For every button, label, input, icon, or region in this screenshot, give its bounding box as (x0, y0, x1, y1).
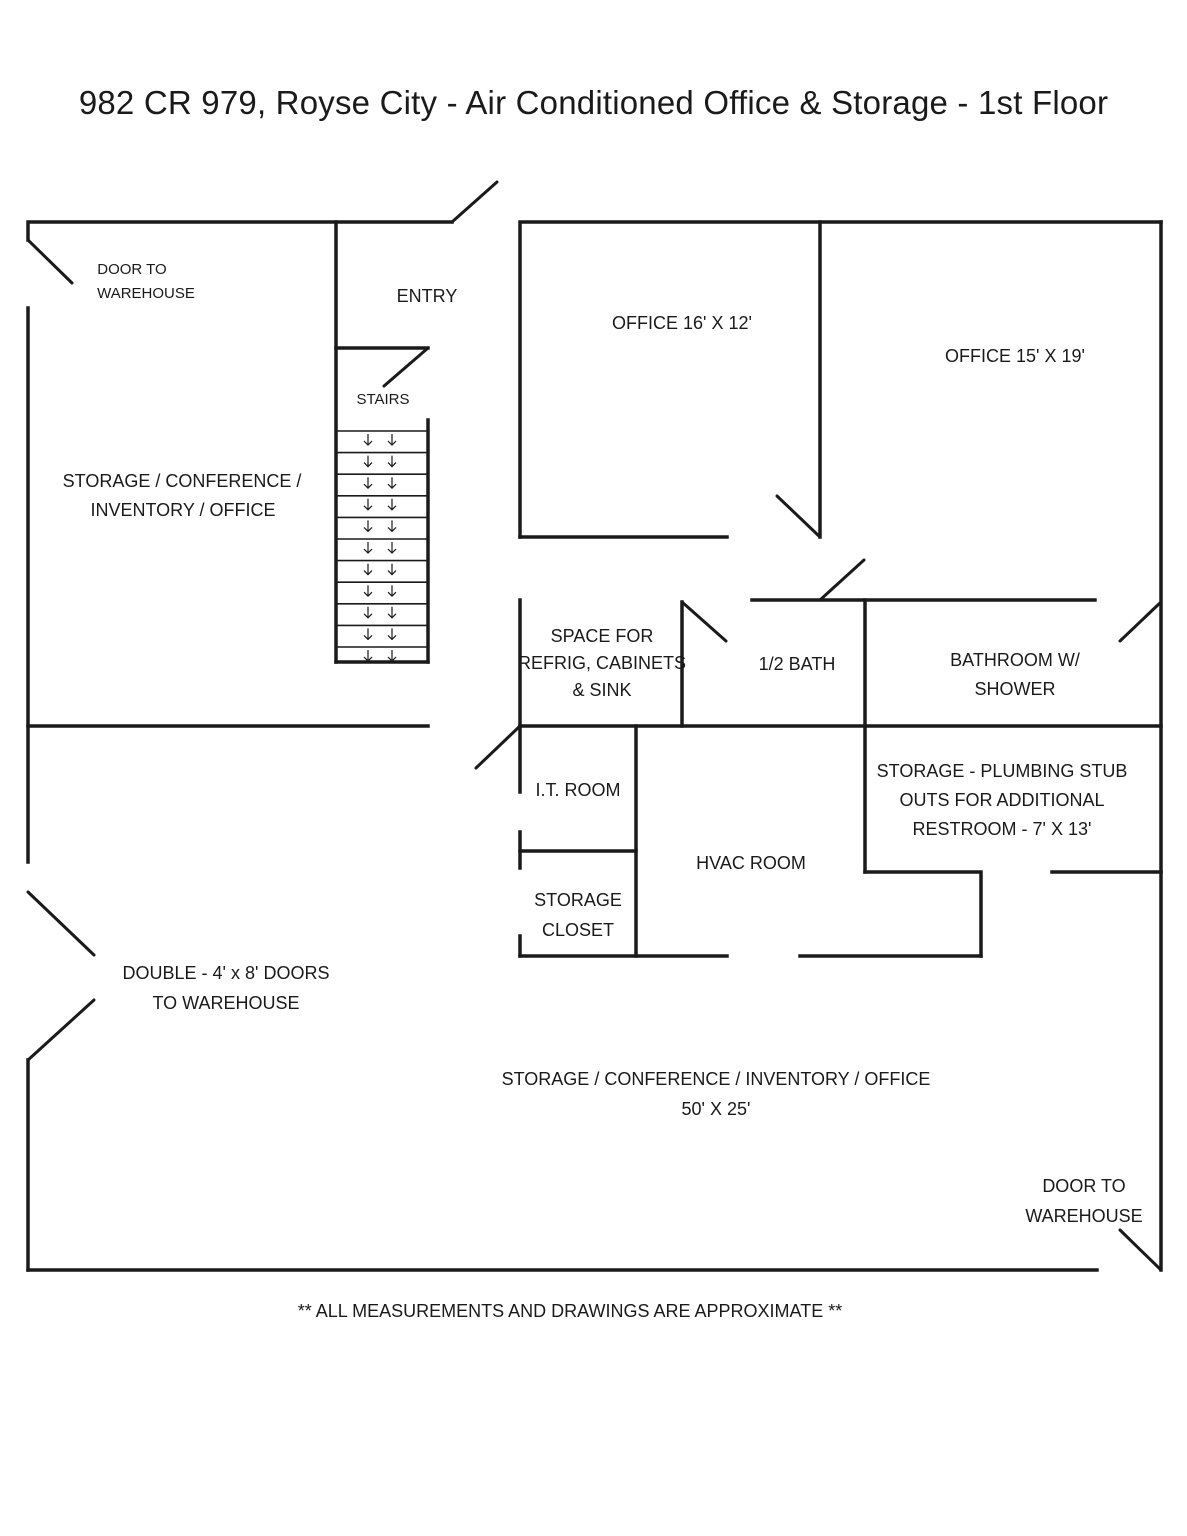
label-door-se-2: WAREHOUSE (1025, 1206, 1142, 1226)
down-arrow-icon (387, 628, 397, 641)
door-entry-swing (450, 180, 499, 224)
down-arrow-icon (387, 498, 397, 511)
down-arrow-icon (363, 628, 373, 641)
door-stair-swing (382, 346, 430, 388)
label-storage-west-1: STORAGE / CONFERENCE / (63, 471, 302, 491)
label-bath-1: BATHROOM W/ (950, 650, 1080, 670)
down-arrow-icon (387, 542, 397, 554)
door-nw-warehouse-swing (26, 238, 74, 285)
label-door-nw-1: DOOR TO (97, 261, 166, 278)
label-it-room: I.T. ROOM (536, 780, 621, 800)
label-storage-west-2: INVENTORY / OFFICE (90, 500, 275, 520)
down-arrow-icon (363, 498, 373, 511)
down-arrow-icon (387, 477, 397, 490)
door-double-lower-swing (26, 998, 96, 1062)
down-arrow-icon (363, 542, 373, 554)
door-office-a-swing (775, 494, 822, 539)
down-arrow-icon (387, 585, 397, 598)
label-storage-plumb-2: OUTS FOR ADDITIONAL (899, 790, 1104, 810)
label-entry: ENTRY (397, 286, 458, 306)
door-se-warehouse-swing (1118, 1228, 1163, 1272)
wall-top-left (26, 220, 454, 242)
label-storage-plumb-3: RESTROOM - 7' X 13' (913, 819, 1092, 839)
wall-storage-plumb (863, 870, 983, 958)
down-arrow-icon (363, 563, 373, 576)
down-arrow-icon (363, 520, 373, 533)
down-arrow-icon (363, 585, 373, 598)
door-it-swing (474, 724, 522, 770)
label-double-door-2: TO WAREHOUSE (152, 993, 299, 1013)
down-arrow-icon (387, 520, 397, 533)
label-double-door-1: DOUBLE - 4' x 8' DOORS (123, 963, 330, 983)
footnote: ** ALL MEASUREMENTS AND DRAWINGS ARE APP… (297, 1301, 843, 1321)
label-office-a: OFFICE 16' X 12' (612, 313, 752, 333)
label-storage-plumb-1: STORAGE - PLUMBING STUB (877, 761, 1128, 781)
walls (26, 220, 1163, 1272)
down-arrow-icon (363, 477, 373, 490)
label-kitchen-3: & SINK (572, 680, 631, 700)
down-arrow-icon (387, 434, 397, 446)
wall-top-right (518, 220, 1163, 539)
label-stairs: STAIRS (356, 391, 409, 408)
label-storage-main-2: 50' X 25' (682, 1099, 751, 1119)
label-hvac: HVAC ROOM (696, 853, 806, 873)
down-arrow-icon (387, 650, 397, 662)
down-arrow-icon (363, 650, 373, 662)
door-kitchen-swing (680, 600, 728, 643)
label-door-nw-2: WAREHOUSE (97, 285, 195, 302)
label-kitchen-2: REFRIG, CABINETS (518, 653, 686, 673)
label-kitchen-1: SPACE FOR (551, 626, 654, 646)
label-half-bath: 1/2 BATH (759, 654, 836, 674)
down-arrow-icon (387, 455, 397, 468)
door-bath-swing (1118, 600, 1163, 643)
label-door-se-1: DOOR TO (1042, 1176, 1125, 1196)
label-closet-2: CLOSET (542, 920, 614, 940)
label-bath-2: SHOWER (975, 679, 1056, 699)
plan-title: 982 CR 979, Royse City - Air Conditioned… (78, 84, 1109, 121)
doors (26, 180, 1163, 1272)
down-arrow-icon (387, 563, 397, 576)
down-arrow-icon (387, 606, 397, 619)
stair-treads (336, 430, 428, 662)
door-double-upper-swing (26, 890, 96, 957)
label-closet-1: STORAGE (534, 890, 622, 910)
down-arrow-icon (363, 455, 373, 468)
label-office-b: OFFICE 15' X 19' (945, 346, 1085, 366)
down-arrow-icon (363, 606, 373, 619)
room-labels: DOOR TO WAREHOUSE ENTRY STAIRS STORAGE /… (63, 261, 1143, 1226)
down-arrow-icon (363, 434, 373, 446)
door-office-b-swing (818, 558, 866, 602)
label-storage-main-1: STORAGE / CONFERENCE / INVENTORY / OFFIC… (502, 1069, 931, 1089)
